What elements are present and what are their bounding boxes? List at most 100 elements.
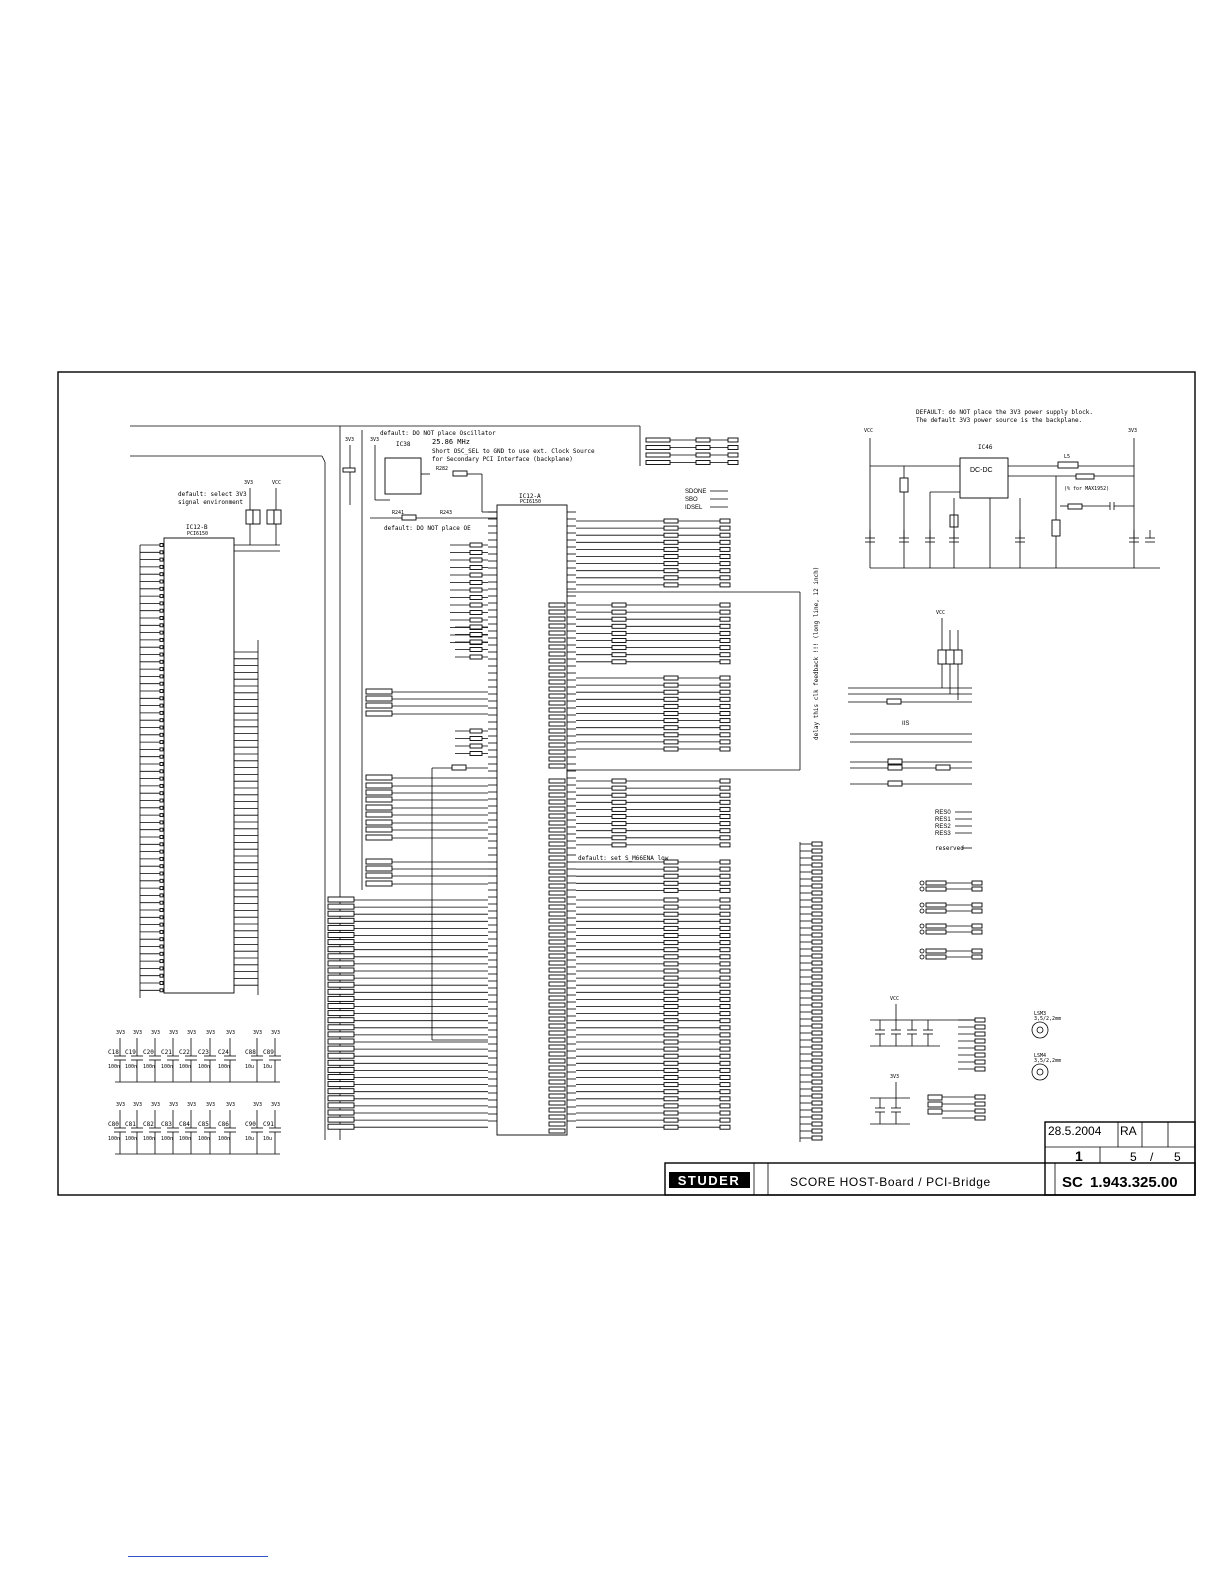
connector-pin — [719, 933, 731, 938]
series-resistor — [663, 1089, 679, 1095]
addr-label-box — [327, 1116, 355, 1123]
connector-pin — [719, 1039, 731, 1045]
svg-text:The default 3V3 power source i: The default 3V3 power source is the back… — [916, 417, 1082, 424]
ic12b-pin-marker — [159, 564, 164, 569]
left-label-box — [548, 995, 566, 1001]
conn-pin — [811, 1016, 823, 1022]
conn-pin — [811, 1009, 823, 1015]
connector-pin — [719, 609, 731, 615]
conn-pin — [811, 967, 823, 973]
connector-pin — [719, 887, 731, 893]
ic12b-pin-marker — [159, 842, 164, 847]
series-resistor — [663, 940, 679, 946]
svg-text:reserved: reserved — [935, 845, 964, 852]
series-resistor — [663, 1124, 679, 1130]
series-resistors — [548, 518, 731, 1134]
ic12b-pin-marker — [159, 725, 164, 730]
signal-label-box — [365, 688, 393, 695]
left-label-box — [548, 1121, 566, 1127]
decap-ref: C19 — [125, 1049, 136, 1056]
svg-text:default: DO NOT place Oscillat: default: DO NOT place Oscillator — [380, 430, 496, 437]
series-resistor — [611, 609, 627, 615]
addr-label-box — [327, 1081, 355, 1088]
decap-ref: C85 — [198, 1121, 209, 1128]
svg-text:3V3: 3V3 — [345, 437, 354, 443]
svg-text:VCC: VCC — [272, 480, 281, 486]
svg-text:3,5/2,2mm: 3,5/2,2mm — [1034, 1058, 1061, 1064]
svg-text:default: DO NOT place OE: default: DO NOT place OE — [384, 525, 471, 532]
series-resistor — [663, 918, 679, 924]
svg-text:LSM4: LSM4 — [1034, 1053, 1046, 1059]
addr-label-box — [327, 967, 355, 974]
connector-pin — [719, 1004, 731, 1009]
svg-text:Short OSC_SEL to GND to use ex: Short OSC_SEL to GND to use ext. Clock S… — [432, 448, 595, 455]
uart-label-box — [925, 880, 947, 886]
left-label-box — [548, 897, 566, 903]
connector-pin — [719, 582, 731, 588]
conn-pin — [811, 932, 823, 938]
connector-pin — [719, 982, 731, 988]
series-resistor — [663, 525, 679, 531]
conn-pin — [811, 904, 823, 910]
connector-pin — [719, 682, 731, 688]
svg-text:RES0: RES0 — [935, 810, 951, 816]
left-label-box — [548, 918, 566, 924]
connector-pin — [719, 1067, 731, 1073]
conn-pin — [811, 988, 823, 994]
uart-test-point — [919, 902, 925, 908]
svg-text:(% for MAX1952): (% for MAX1952) — [1064, 486, 1109, 492]
addr-label-box — [327, 1052, 355, 1059]
svg-text:SBO: SBO — [685, 497, 698, 503]
ic12b-pin-marker — [159, 805, 164, 810]
left-label-box — [548, 756, 566, 762]
left-label-box — [548, 665, 566, 671]
ctrl-resistor — [469, 728, 483, 734]
series-resistor — [611, 616, 627, 622]
ic12b-pin-marker — [159, 681, 164, 686]
series-resistor — [611, 799, 627, 805]
left-label-box — [548, 728, 566, 734]
connector-pin — [719, 873, 731, 879]
connector-pin — [719, 518, 731, 524]
addr-label-box — [327, 1017, 355, 1024]
decap-supply-label: 3V3 — [116, 1030, 125, 1036]
ic12b-pin-marker — [159, 973, 164, 978]
top-resistor — [695, 452, 711, 458]
ctrl-resistor — [469, 550, 483, 555]
ic12b-pin-marker — [159, 791, 164, 796]
left-label-box — [548, 700, 566, 706]
left-label-box — [548, 946, 566, 952]
uart-label-box — [925, 954, 947, 960]
decap-ref: C18 — [108, 1049, 119, 1056]
ic12b-pin-marker — [159, 740, 164, 745]
decap-value: 100n — [161, 1136, 173, 1142]
m66ena-note: default: set S_M66ENA low — [578, 855, 669, 862]
left-label-box — [548, 876, 566, 882]
pin-box — [974, 1052, 986, 1058]
series-resistor — [663, 880, 679, 886]
svg-text:25.86 MHz: 25.86 MHz — [432, 438, 470, 446]
addr-label-box — [327, 1102, 355, 1109]
series-resistor — [663, 947, 679, 953]
ic12a-part: PCI6150 — [520, 499, 541, 505]
ic12b-pin-marker — [159, 776, 164, 781]
connector-pin — [719, 746, 731, 752]
svg-text:3V3: 3V3 — [244, 480, 253, 486]
decap-supply-label: 3V3 — [169, 1030, 178, 1036]
addr-label-box — [327, 953, 355, 960]
conn-pin — [811, 1121, 823, 1127]
ic12b-pin-marker — [159, 659, 164, 664]
connector-pin — [719, 732, 731, 738]
signal-label-box — [365, 858, 393, 865]
decap-ref: C90 — [245, 1121, 256, 1128]
ctrl-resistor — [469, 624, 483, 630]
decap-supply-label: 3V3 — [253, 1102, 262, 1108]
left-label-box — [548, 806, 566, 812]
left-label-box — [548, 792, 566, 798]
addr-label-box — [327, 995, 355, 1002]
svg-text:3V3: 3V3 — [890, 1074, 899, 1080]
left-label-box — [548, 714, 566, 720]
top-label-box — [645, 445, 671, 450]
signal-label-box — [365, 826, 393, 833]
left-label-box — [548, 925, 566, 931]
